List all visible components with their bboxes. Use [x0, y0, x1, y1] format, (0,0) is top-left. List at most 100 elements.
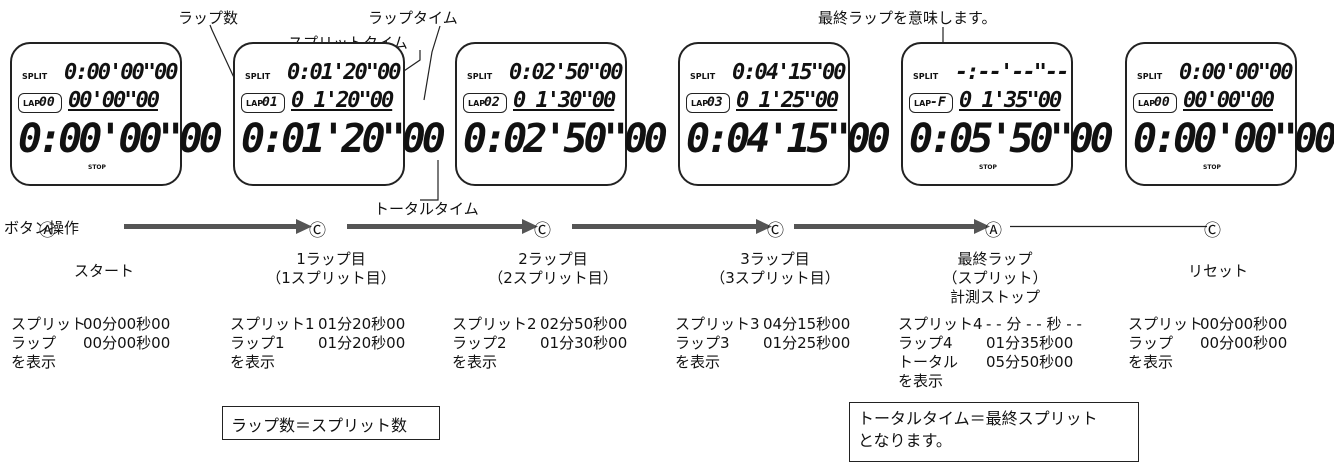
split-value: -:--'--"-- — [955, 60, 1069, 85]
note-total-equals-final: トータルタイム＝最終スプリット となります。 — [849, 402, 1139, 462]
info-value: 02分50秒00 — [540, 315, 628, 333]
info-value: 00分00秒00 — [83, 334, 171, 352]
lap-number: 01 — [262, 95, 278, 110]
lap-value: 0 1'30"00 — [513, 88, 616, 113]
stop-indicator: STOP — [88, 164, 106, 171]
leader-total-time — [420, 160, 439, 201]
info-key: スプリット3 — [675, 315, 760, 333]
split-label: SPLIT — [22, 72, 48, 81]
step-line: 2ラップ目 — [518, 250, 588, 268]
info-value: 01分35秒00 — [986, 334, 1074, 352]
lap-indicator: LAP-F — [909, 93, 953, 113]
split-value: 0:04'15"00 — [732, 60, 846, 85]
info-value: 05分50秒00 — [986, 353, 1074, 371]
main-time: 0:00'00"00 — [18, 116, 223, 162]
callout-total-time: トータルタイム — [374, 200, 479, 218]
lap-label: LAP — [246, 99, 264, 108]
info-key: ラップ — [1128, 334, 1174, 352]
info-key: スプリット — [11, 315, 87, 333]
split-label: SPLIT — [245, 72, 271, 81]
lap-value: 0 1'35"00 — [959, 88, 1062, 113]
note-total-line1: トータルタイム＝最終スプリット — [858, 409, 1098, 428]
info-value: 00分00秒00 — [1200, 315, 1288, 333]
info-key: スプリット1 — [230, 315, 315, 333]
lap-number: 02 — [484, 95, 500, 110]
info-key: ラップ — [11, 334, 57, 352]
button-marker-3: Ⓒ — [767, 221, 784, 241]
step-line: （2スプリット目） — [488, 269, 618, 287]
info-key: スプリット — [1128, 315, 1204, 333]
leader-split-time — [397, 50, 421, 76]
info-key: を表示 — [1128, 353, 1174, 371]
button-marker-4: Ⓐ — [985, 221, 1002, 241]
button-marker-0: Ⓐ — [39, 221, 56, 241]
split-label: SPLIT — [690, 72, 716, 81]
info-key: ラップ1 — [230, 334, 285, 352]
step-label-0: スタート — [74, 262, 134, 281]
button-marker-1: Ⓒ — [309, 221, 326, 241]
lap-value: 0 1'25"00 — [736, 88, 839, 113]
step-label-5: リセット — [1188, 262, 1248, 281]
note-total-line2: となります。 — [858, 431, 952, 450]
step-line: （3スプリット目） — [710, 269, 840, 287]
step-line: 最終ラップ — [957, 250, 1033, 268]
leader-lap-time — [423, 25, 441, 101]
split-value: 0:00'00"00 — [64, 60, 178, 85]
info-key: スプリット4 — [898, 315, 983, 333]
step-line: 計測ストップ — [949, 288, 1041, 306]
step-label-3: 3ラップ目（3スプリット目） — [710, 250, 840, 288]
lap-label: LAP — [1138, 99, 1156, 108]
main-time: 0:02'50"00 — [463, 116, 668, 162]
info-row: スプリット00分00秒00 — [11, 315, 170, 334]
callout-lap-time: ラップタイム — [368, 9, 458, 27]
info-value: 01分20秒00 — [318, 334, 406, 352]
split-label: SPLIT — [913, 72, 939, 81]
info-value: 00分00秒00 — [83, 315, 171, 333]
main-time: 0:04'15"00 — [686, 116, 891, 162]
info-row: を表示 — [452, 353, 627, 372]
info-key: ラップ4 — [898, 334, 953, 352]
info-key: を表示 — [898, 372, 944, 390]
info-row: スプリット00分00秒00 — [1128, 315, 1287, 334]
stop-indicator: STOP — [979, 164, 997, 171]
step-line: （1スプリット目） — [266, 269, 396, 287]
info-row: を表示 — [1128, 353, 1287, 372]
info-key: を表示 — [230, 353, 276, 371]
split-value: 0:00'00"00 — [1179, 60, 1293, 85]
step-label-4: 最終ラップ（スプリット）計測ストップ — [942, 250, 1047, 307]
split-value: 0:02'50"00 — [509, 60, 623, 85]
info-key: を表示 — [11, 353, 57, 371]
stop-indicator: STOP — [1203, 164, 1221, 171]
info-key: を表示 — [452, 353, 498, 371]
button-marker-2: Ⓒ — [534, 221, 551, 241]
step-label-1: 1ラップ目（1スプリット目） — [266, 250, 396, 288]
step-label-2: 2ラップ目（2スプリット目） — [488, 250, 618, 288]
info-value: 04分15秒00 — [763, 315, 851, 333]
split-label: SPLIT — [1137, 72, 1163, 81]
step-line: スタート — [73, 262, 135, 280]
info-key: を表示 — [675, 353, 721, 371]
info-row: を表示 — [230, 353, 405, 372]
info-value: - - 分 - - 秒 - - — [986, 315, 1082, 333]
callout-final-lap: 最終ラップを意味します。 — [818, 9, 997, 27]
step-line: 1ラップ目 — [296, 250, 366, 268]
button-marker-5: Ⓒ — [1204, 221, 1221, 241]
split-value: 0:01'20"00 — [287, 60, 401, 85]
